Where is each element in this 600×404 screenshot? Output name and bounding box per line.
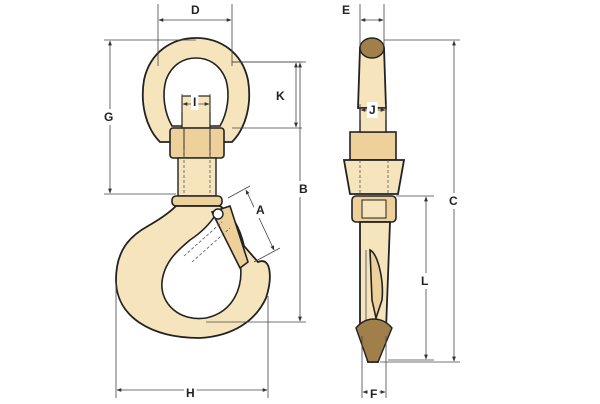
side-view	[342, 37, 406, 363]
label-background	[102, 109, 116, 125]
label-E: E	[342, 3, 350, 17]
swivel-nut	[169, 127, 225, 159]
safety-latch	[210, 204, 249, 270]
label-D: D	[191, 3, 200, 17]
label-I: I	[193, 95, 196, 109]
label-H: H	[186, 386, 195, 400]
label-background	[419, 273, 431, 289]
label-background	[184, 385, 197, 401]
front-view	[115, 37, 271, 339]
label-background	[297, 181, 310, 197]
latch-pin	[212, 208, 224, 220]
side-nut	[349, 131, 397, 161]
label-C: C	[449, 194, 458, 208]
side-body	[342, 159, 406, 195]
label-background	[254, 202, 267, 218]
label-background	[191, 94, 199, 110]
label-background	[274, 88, 287, 104]
label-F: F	[370, 387, 377, 401]
side-hook-tip	[355, 318, 393, 363]
label-G: G	[104, 110, 113, 124]
label-background	[447, 193, 460, 209]
label-B: B	[299, 182, 308, 196]
label-background	[189, 2, 202, 18]
label-background	[340, 2, 353, 18]
dimension-labels: D I K G B A H E J C L F	[102, 2, 460, 402]
hook-throat	[161, 212, 242, 320]
eye-hole	[163, 57, 229, 127]
hook-collar	[171, 195, 223, 207]
label-background	[367, 102, 378, 118]
side-latch	[369, 248, 384, 321]
label-background	[368, 386, 380, 402]
label-L: L	[421, 274, 428, 288]
label-K: K	[276, 89, 285, 103]
side-eye-top	[359, 37, 385, 59]
label-J: J	[369, 103, 376, 117]
label-A: A	[256, 203, 265, 217]
